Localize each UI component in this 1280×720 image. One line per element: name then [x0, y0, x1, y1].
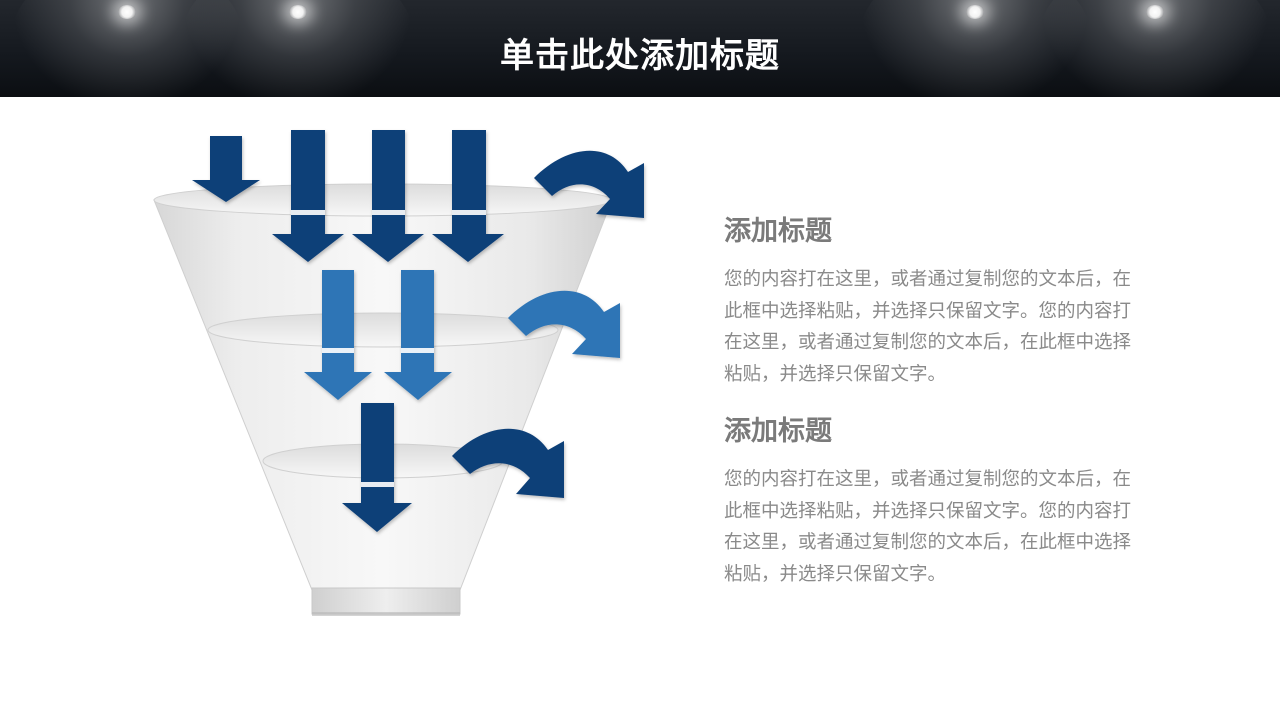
spotlight-icon — [289, 5, 307, 19]
curved-arrow-icon — [508, 290, 620, 358]
spotlight-icon — [966, 5, 984, 19]
down-arrow-icon — [352, 130, 424, 262]
down-arrow-icon — [342, 403, 412, 532]
section-heading[interactable]: 添加标题 — [724, 416, 832, 447]
down-arrow-icon — [192, 136, 260, 202]
page-title[interactable]: 单击此处添加标题 — [500, 36, 780, 76]
section-body[interactable]: 您的内容打在这里，或者通过复制您的文本后，在此框中选择粘贴，并选择只保留文字。您… — [724, 469, 1132, 585]
text-section-2: 添加标题 您的内容打在这里，或者通过复制您的文本后，在此框中选择粘贴，并选择只保… — [724, 414, 1144, 590]
curved-arrow-icon — [452, 428, 564, 498]
curved-arrow-icon — [534, 150, 644, 218]
header-bar: 单击此处添加标题 — [0, 0, 1280, 97]
down-arrow-icon — [432, 130, 504, 262]
section-body[interactable]: 您的内容打在这里，或者通过复制您的文本后，在此框中选择粘贴，并选择只保留文字。您… — [724, 269, 1132, 385]
down-arrow-icon — [304, 270, 372, 400]
spotlight-icon — [118, 5, 136, 19]
down-arrow-icon — [384, 270, 452, 400]
down-arrow-icon — [272, 130, 344, 262]
text-section-1: 添加标题 您的内容打在这里，或者通过复制您的文本后，在此框中选择粘贴，并选择只保… — [724, 214, 1144, 390]
spotlight-icon — [1146, 5, 1164, 19]
section-heading[interactable]: 添加标题 — [724, 216, 832, 247]
